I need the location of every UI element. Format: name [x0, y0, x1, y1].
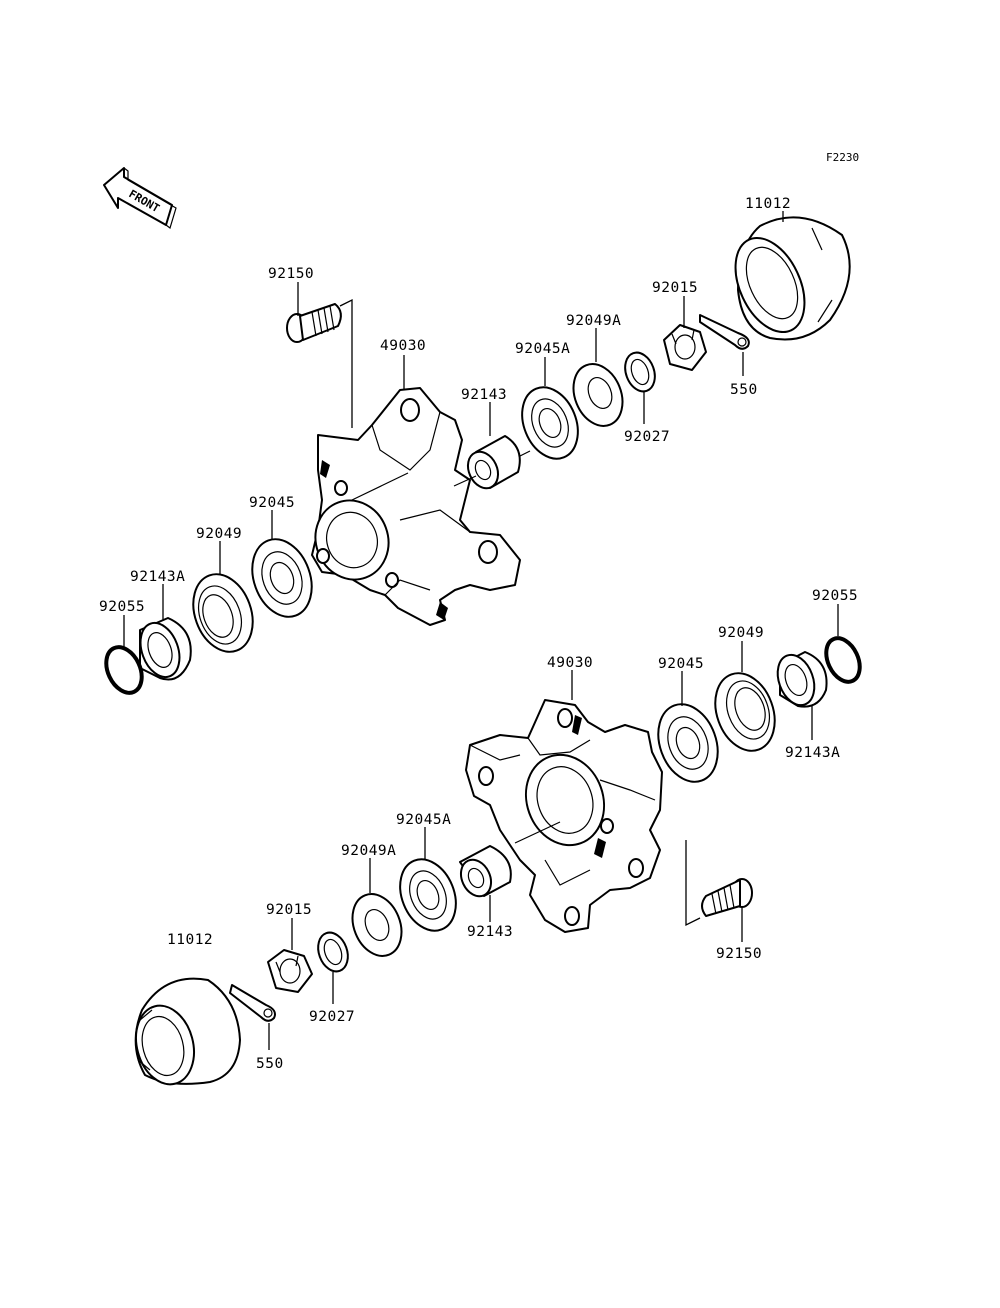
seal-bottom-a: [351, 893, 403, 957]
label-top-92150: 92150: [268, 266, 314, 282]
label-bot-92143: 92143: [467, 924, 513, 940]
bearing-top: [251, 538, 313, 618]
seal-top: [192, 573, 254, 653]
collar-top: [466, 435, 521, 490]
axis-line-bottom: [514, 821, 561, 844]
label-bot-49030: 49030: [547, 655, 593, 671]
washer-bottom: [317, 931, 349, 973]
leader-top-92150-b: [339, 298, 353, 428]
figure-code: F2230: [826, 151, 859, 164]
label-top-92045A: 92045A: [515, 341, 570, 357]
label-top-92143: 92143: [461, 387, 507, 403]
label-top-92045: 92045: [249, 495, 295, 511]
label-bot-11012: 11012: [167, 932, 213, 948]
label-top-92143A: 92143A: [130, 569, 185, 585]
hub-cap-bottom: [134, 977, 241, 1086]
label-top-49030: 49030: [380, 338, 426, 354]
label-bot-92143A: 92143A: [785, 745, 840, 761]
stud-bolt-top: [286, 303, 342, 343]
bearing-top-a: [521, 386, 579, 460]
cotter-pin-bottom: [229, 984, 276, 1022]
label-top-92049: 92049: [196, 526, 242, 542]
label-top-11012: 11012: [745, 196, 791, 212]
o-ring-bottom: [824, 636, 862, 684]
hub-top: [311, 387, 521, 626]
bearing-bottom: [657, 703, 719, 783]
collar-bottom: [459, 845, 512, 898]
label-bot-550: 550: [256, 1056, 284, 1072]
label-bot-92015: 92015: [266, 902, 312, 918]
label-bot-92049: 92049: [718, 625, 764, 641]
seal-bottom: [714, 672, 776, 752]
cotter-pin-top: [699, 314, 750, 350]
label-top-92027: 92027: [624, 429, 670, 445]
label-bot-92049A: 92049A: [341, 843, 396, 859]
seal-top-a: [572, 363, 624, 427]
o-ring-top: [104, 645, 144, 695]
castle-nut-bottom: [267, 949, 313, 993]
label-bot-92027: 92027: [309, 1009, 355, 1025]
collar-bottom-a: [776, 651, 828, 708]
castle-nut-top: [663, 324, 707, 371]
hub-cap-top: [734, 216, 851, 341]
washer-top: [624, 351, 656, 393]
label-top-550: 550: [730, 382, 758, 398]
hub-bottom: [465, 699, 663, 933]
collar-top-a: [139, 617, 192, 681]
stud-bolt-bottom: [701, 878, 753, 917]
front-arrow-icon: FRONT: [103, 167, 177, 229]
label-bot-92045: 92045: [658, 656, 704, 672]
label-top-92049A: 92049A: [566, 313, 621, 329]
label-top-92055: 92055: [99, 599, 145, 615]
bearing-bottom-a: [399, 858, 457, 932]
label-bot-92045A: 92045A: [396, 812, 451, 828]
axis-line-top: [351, 450, 531, 501]
label-bot-92150: 92150: [716, 946, 762, 962]
label-top-92015: 92015: [652, 280, 698, 296]
label-bot-92055: 92055: [812, 588, 858, 604]
leader-bot-92150-b: [685, 840, 701, 927]
